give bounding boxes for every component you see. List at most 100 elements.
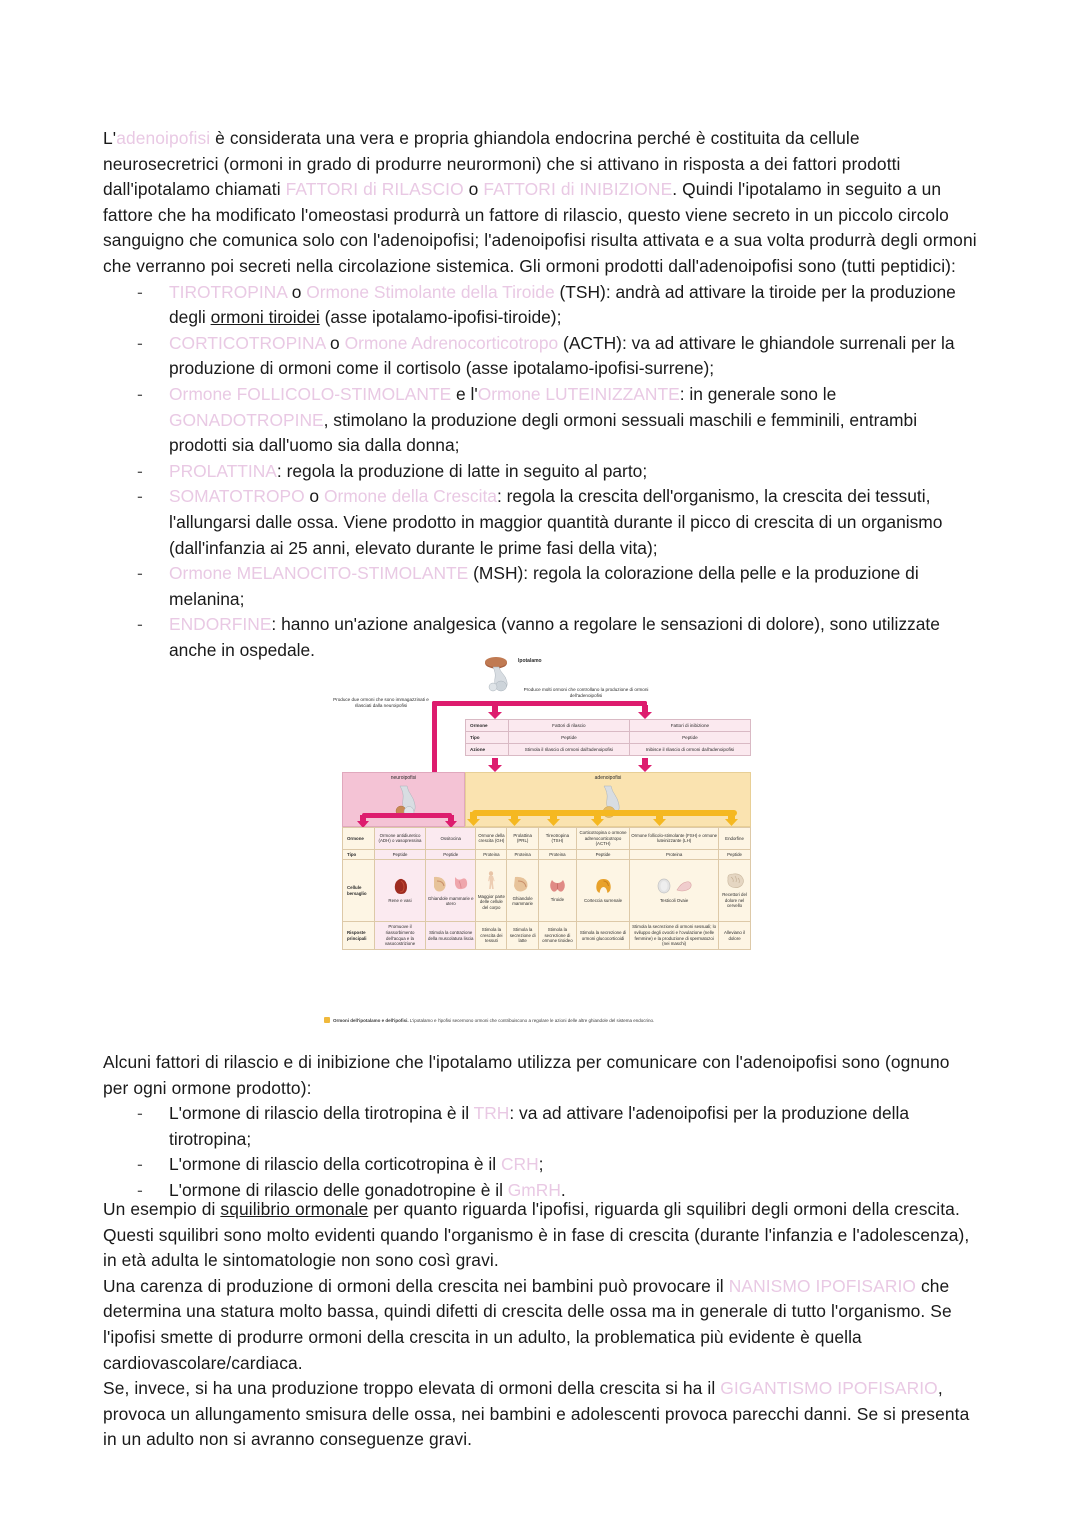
arrow-gh-icon xyxy=(467,812,480,826)
top-table-col-release: Fattori di rilascio xyxy=(508,719,630,732)
text-run-normal: che determina una statura molto bassa, q… xyxy=(103,1275,952,1373)
main-table-cell-tipo-2: Proteina xyxy=(475,848,508,861)
main-table-cell-ormone-7: Endorfine xyxy=(718,827,751,850)
list-item: - PROLATTINA: regola la produzione di lat… xyxy=(103,459,977,485)
main-table-cell-ormone-0: Ormone antidiuretico (ADH) o vasopressin… xyxy=(373,827,427,850)
final-paragraph-3: Se, invece, si ha una produzione troppo … xyxy=(103,1376,977,1453)
main-table-cell-risposta-6: Stimola la secrezione di ormoni sessuali… xyxy=(629,921,720,950)
main-table-target-label-3: Ghiandole mammarie xyxy=(512,895,534,907)
text-run-normal: : regola la produzione di latte in segui… xyxy=(276,460,648,481)
text-run-highlight: Ormone Stimolante della Tiroide xyxy=(306,281,555,302)
thyroid-icon xyxy=(540,879,575,896)
pipe-adeno-distributor xyxy=(472,810,737,816)
main-table-target-label-4: Tiroide xyxy=(550,897,565,903)
text-run-normal: Se, invece, si ha una produzione troppo … xyxy=(103,1378,721,1399)
text-run-highlight: Ormone MELANOCITO-STIMOLANTE xyxy=(169,563,469,584)
list-dash: - xyxy=(137,460,143,481)
main-table-cell-risposta-0: Promuove il riassorbimento dell'acqua e … xyxy=(373,921,427,950)
pipe-vertical-left xyxy=(432,701,437,819)
main-table-cell-tipo-5: Peptide xyxy=(575,848,631,861)
main-table-cell-bersaglio-0: Rene e vasi xyxy=(373,859,427,923)
text-run-highlight: Ormone FOLLICOLO-STIMOLANTE xyxy=(169,383,452,404)
figure-hypothalamus-pituitary: Ipotalamo Produce molti ormoni che contr… xyxy=(322,655,759,1045)
list-item: -TIROTROPINA o Ormone Stimolante della T… xyxy=(103,280,977,331)
breast-uterus-icon xyxy=(427,875,474,894)
arrow-adh-icon xyxy=(357,815,369,828)
main-table-cell-ormone-1: Ossitocina xyxy=(425,827,477,850)
text-run-normal: L' xyxy=(103,128,117,148)
main-table-cell-tipo-0: Peptide xyxy=(373,848,427,861)
list-item: -ENDORFINE: hanno un'azione analgesica (… xyxy=(103,612,977,663)
text-run-underline: ormoni tiroidei xyxy=(210,307,320,328)
main-table-cell-tipo-1: Peptide xyxy=(425,848,477,861)
intro-paragraph: L'adenoipofisi è considerata una vera e … xyxy=(103,126,977,280)
text-run-normal: : in generale sono le xyxy=(679,383,837,404)
list-item: -Ormone FOLLICOLO-STIMOLANTE e l'Ormone … xyxy=(103,382,977,459)
caption-text: L'ipotalamo e l'ipofisi secernono ormoni… xyxy=(408,1018,655,1023)
list-dash: - xyxy=(137,332,143,353)
text-run-highlight: GONADOTROPINE xyxy=(169,409,324,430)
final-paragraph-2: Una carenza di produzione di ormoni dell… xyxy=(103,1274,977,1376)
body-icon xyxy=(477,871,505,892)
arrow-prl-icon xyxy=(508,812,521,826)
text-run-highlight: Ormone LUTEINIZZANTE xyxy=(477,383,680,404)
text-run-normal: L'ormone di rilascio della corticotropin… xyxy=(169,1154,501,1175)
text-run-highlight: Ormone della Crescita xyxy=(323,486,497,507)
main-table-cell-bersaglio-7: Recettori del dolore nel cervello xyxy=(718,859,751,923)
main-table-cell-risposta-4: Stimola la secrezione di ormone tiroideo xyxy=(537,921,577,950)
releasing-factor-list: - L'ormone di rilascio della tirotropina … xyxy=(103,1101,977,1203)
main-table-cell-bersaglio-1: Ghiandole mammarie e utero xyxy=(425,859,477,923)
text-run-highlight: ENDORFINE xyxy=(169,614,272,635)
list-item-text: L'ormone di rilascio della tirotropina è… xyxy=(169,1103,909,1149)
arrow-inhibit-down-icon xyxy=(638,705,652,719)
main-table-cell-ormone-2: Ormone della crescita (GH) xyxy=(475,827,508,850)
text-run-normal: , provoca un allungamento smisura delle … xyxy=(103,1378,970,1450)
main-table-cell-ormone-4: Tireotropina (TSH) xyxy=(537,827,577,850)
adrenal-icon xyxy=(578,878,628,896)
text-run-highlight: FATTORI di RILASCIO xyxy=(285,179,464,200)
list-item-text: Ormone FOLLICOLO-STIMOLANTE e l'Ormone L… xyxy=(169,384,917,455)
main-table-rowlabel-risposta: Risposte principali xyxy=(342,921,375,950)
main-table-cell-bersaglio-4: Tiroide xyxy=(537,859,577,923)
table-row: Tipo Peptide Peptide xyxy=(465,731,752,744)
text-block-releasing-factors: Alcuni fattori di rilascio e di inibizio… xyxy=(103,1050,977,1204)
text-run-highlight: TRH xyxy=(473,1103,510,1124)
top-table-tipo-release: Peptide xyxy=(508,731,630,744)
list-item-text: Ormone MELANOCITO-STIMOLANTE (MSH): rego… xyxy=(169,563,919,609)
text-run-normal: (TSH): andrà ad attivare la tiroide per … xyxy=(169,281,956,328)
text-run-normal: (asse ipotalamo-ipofisi-tiroide); xyxy=(319,307,562,328)
text-run-normal: : hanno un'azione analgesica (vanno a re… xyxy=(169,614,940,660)
top-table-azione-release: Stimola il rilascio di ormoni dall'adeno… xyxy=(508,743,630,756)
list-item-text: L'ormone di rilascio delle gonadotropine… xyxy=(169,1180,566,1200)
final-paragraph-1: Un esempio di squilibrio ormonale per qu… xyxy=(103,1197,977,1274)
main-table-target-label-5: Corteccia surrenale xyxy=(583,897,623,903)
neurohypophysis-note: Produce due ormoni che sono immagazzinat… xyxy=(333,697,429,708)
list-item-text: PROLATTINA: regola la produzione di latt… xyxy=(169,461,647,481)
arrow-endorfine-icon xyxy=(725,812,738,826)
text-run-normal: L'ormone di rilascio delle gonadotropine… xyxy=(169,1179,508,1200)
list-item-text: CORTICOTROPINA o Ormone Adrenocorticotro… xyxy=(169,333,955,379)
list-item-text: TIROTROPINA o Ormone Stimolante della Ti… xyxy=(169,282,956,328)
main-table-cell-bersaglio-5: Corteccia surrenale xyxy=(575,859,631,923)
main-table-cell-ormone-6: Ormone follicolo-stimolante (FSH) e ormo… xyxy=(629,827,720,850)
text-run-highlight: FATTORI di INIBIZIONE xyxy=(483,179,673,200)
main-table-target-label-6: Testicoli Ovaie xyxy=(659,897,689,903)
text-run-normal: L'ormone di rilascio della tirotropina è… xyxy=(169,1103,474,1124)
arrow-tsh-icon xyxy=(547,812,560,826)
arrow-inhibit-to-adeno-icon xyxy=(638,758,652,772)
text-run-normal: Un esempio di xyxy=(103,1199,221,1219)
text-run-highlight: CRH xyxy=(500,1154,539,1175)
main-table-target-label-1: Ghiandole mammarie e utero xyxy=(427,895,474,907)
main-table-cell-risposta-7: Alleviano il dolore xyxy=(718,921,751,950)
main-table-target-label-7: Recettori del dolore nel cervello xyxy=(722,892,747,909)
list-dash: - xyxy=(137,1103,143,1124)
main-table-rowlabel-bersaglio: Cellule bersaglio xyxy=(342,859,375,923)
list-item: -L'ormone di rilascio della corticotropi… xyxy=(103,1152,977,1178)
top-table-tipo-inhibit: Peptide xyxy=(628,731,752,744)
top-table-col-inhibit: Fattori di inibizione xyxy=(628,719,752,732)
neurohypophysis-band-label: neuroipofisi xyxy=(390,775,417,781)
text-run-highlight: Ormone Adrenocorticotropo xyxy=(344,332,559,353)
